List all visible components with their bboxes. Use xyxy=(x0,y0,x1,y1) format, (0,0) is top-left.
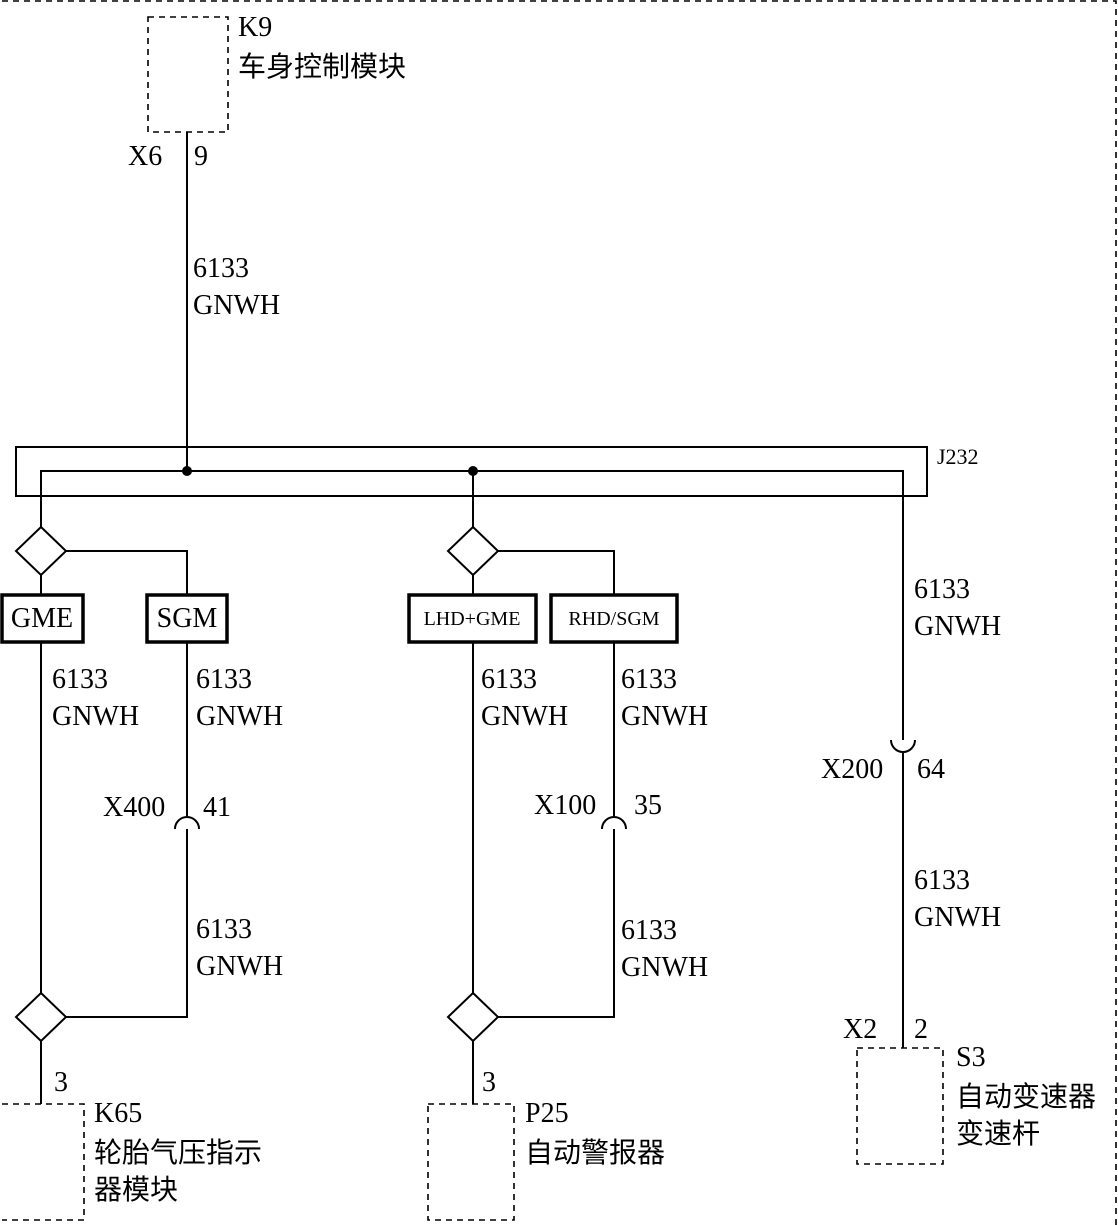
wire-rhd-circuit: 6133 xyxy=(621,664,677,695)
k65-pin: 3 xyxy=(54,1067,68,1098)
x200-pin: 64 xyxy=(917,754,945,785)
left-top-option-diamond xyxy=(14,525,68,577)
k9-id: K9 xyxy=(238,12,272,43)
wire-rhd-color: GNWH xyxy=(621,701,708,732)
k9-connector: X6 xyxy=(128,141,162,172)
wire-x200-color: GNWH xyxy=(914,902,1001,933)
option-gme: GME xyxy=(11,603,73,634)
k65-name-line1: 轮胎气压指示 xyxy=(94,1136,262,1169)
wire-x200-circuit: 6133 xyxy=(914,865,970,896)
wire-sgm-color: GNWH xyxy=(196,701,283,732)
option-box-sgm xyxy=(145,593,229,644)
k9-name: 车身控制模块 xyxy=(238,50,406,83)
wire-gme-color: GNWH xyxy=(52,701,139,732)
k9-module-box xyxy=(147,16,229,133)
s3-name-line1: 自动变速器 xyxy=(956,1080,1096,1113)
wire-right-circuit: 6133 xyxy=(914,574,970,605)
s3-pin: 2 xyxy=(914,1014,928,1045)
wire-x100-circuit: 6133 xyxy=(621,915,677,946)
wire-x400-color: GNWH xyxy=(196,951,283,982)
p25-pin: 3 xyxy=(482,1067,496,1098)
s3-connector: X2 xyxy=(843,1014,877,1045)
s3-name-line2: 变速杆 xyxy=(956,1117,1040,1150)
k65-module-box xyxy=(2,1103,85,1221)
wire-sgm-circuit: 6133 xyxy=(196,664,252,695)
x200-id: X200 xyxy=(821,754,883,785)
wire-right-color: GNWH xyxy=(914,611,1001,642)
wire-lhd-circuit: 6133 xyxy=(481,664,537,695)
x100-pin: 35 xyxy=(634,790,662,821)
mid-top-option-diamond xyxy=(446,525,500,577)
wire-left-to-sgm xyxy=(66,550,188,596)
option-rhd-sgm: RHD/SGM xyxy=(568,608,659,630)
k65-name-line2: 器模块 xyxy=(94,1173,178,1206)
x400-connector-symbol xyxy=(174,816,200,830)
wire-x400-circuit: 6133 xyxy=(196,914,252,945)
p25-name: 自动警报器 xyxy=(525,1136,665,1169)
option-sgm: SGM xyxy=(157,603,218,634)
wire-k9-circuit: 6133 xyxy=(193,253,249,284)
k9-pin: 9 xyxy=(194,141,208,172)
splice-node-k9 xyxy=(182,466,192,476)
option-box-rhd-sgm xyxy=(549,593,679,644)
wire-x100-color: GNWH xyxy=(621,952,708,983)
k65-id: K65 xyxy=(94,1098,142,1129)
p25-id: P25 xyxy=(525,1098,569,1129)
wire-lhd-color: GNWH xyxy=(481,701,568,732)
x200-connector-symbol xyxy=(890,739,916,753)
wire-x400-to-k65 xyxy=(66,829,188,1018)
option-box-lhd-gme xyxy=(407,593,538,644)
s3-module-box xyxy=(856,1047,944,1165)
x400-pin: 41 xyxy=(203,792,231,823)
wire-gme-circuit: 6133 xyxy=(52,664,108,695)
option-lhd-gme: LHD+GME xyxy=(424,608,521,630)
option-box-gme xyxy=(0,593,85,644)
x100-id: X100 xyxy=(534,790,596,821)
x100-connector-symbol xyxy=(601,816,627,830)
wire-k9-color: GNWH xyxy=(193,290,280,321)
j232-splice-pack xyxy=(15,446,928,497)
s3-id: S3 xyxy=(956,1042,986,1073)
wire-x100-to-p25 xyxy=(498,829,615,1018)
mid-bottom-option-diamond xyxy=(446,991,500,1043)
splice-id: J232 xyxy=(937,444,979,469)
p25-module-box xyxy=(427,1103,515,1221)
wire-mid-to-rhd xyxy=(498,550,615,596)
left-bottom-option-diamond xyxy=(14,991,68,1043)
x400-id: X400 xyxy=(103,792,165,823)
